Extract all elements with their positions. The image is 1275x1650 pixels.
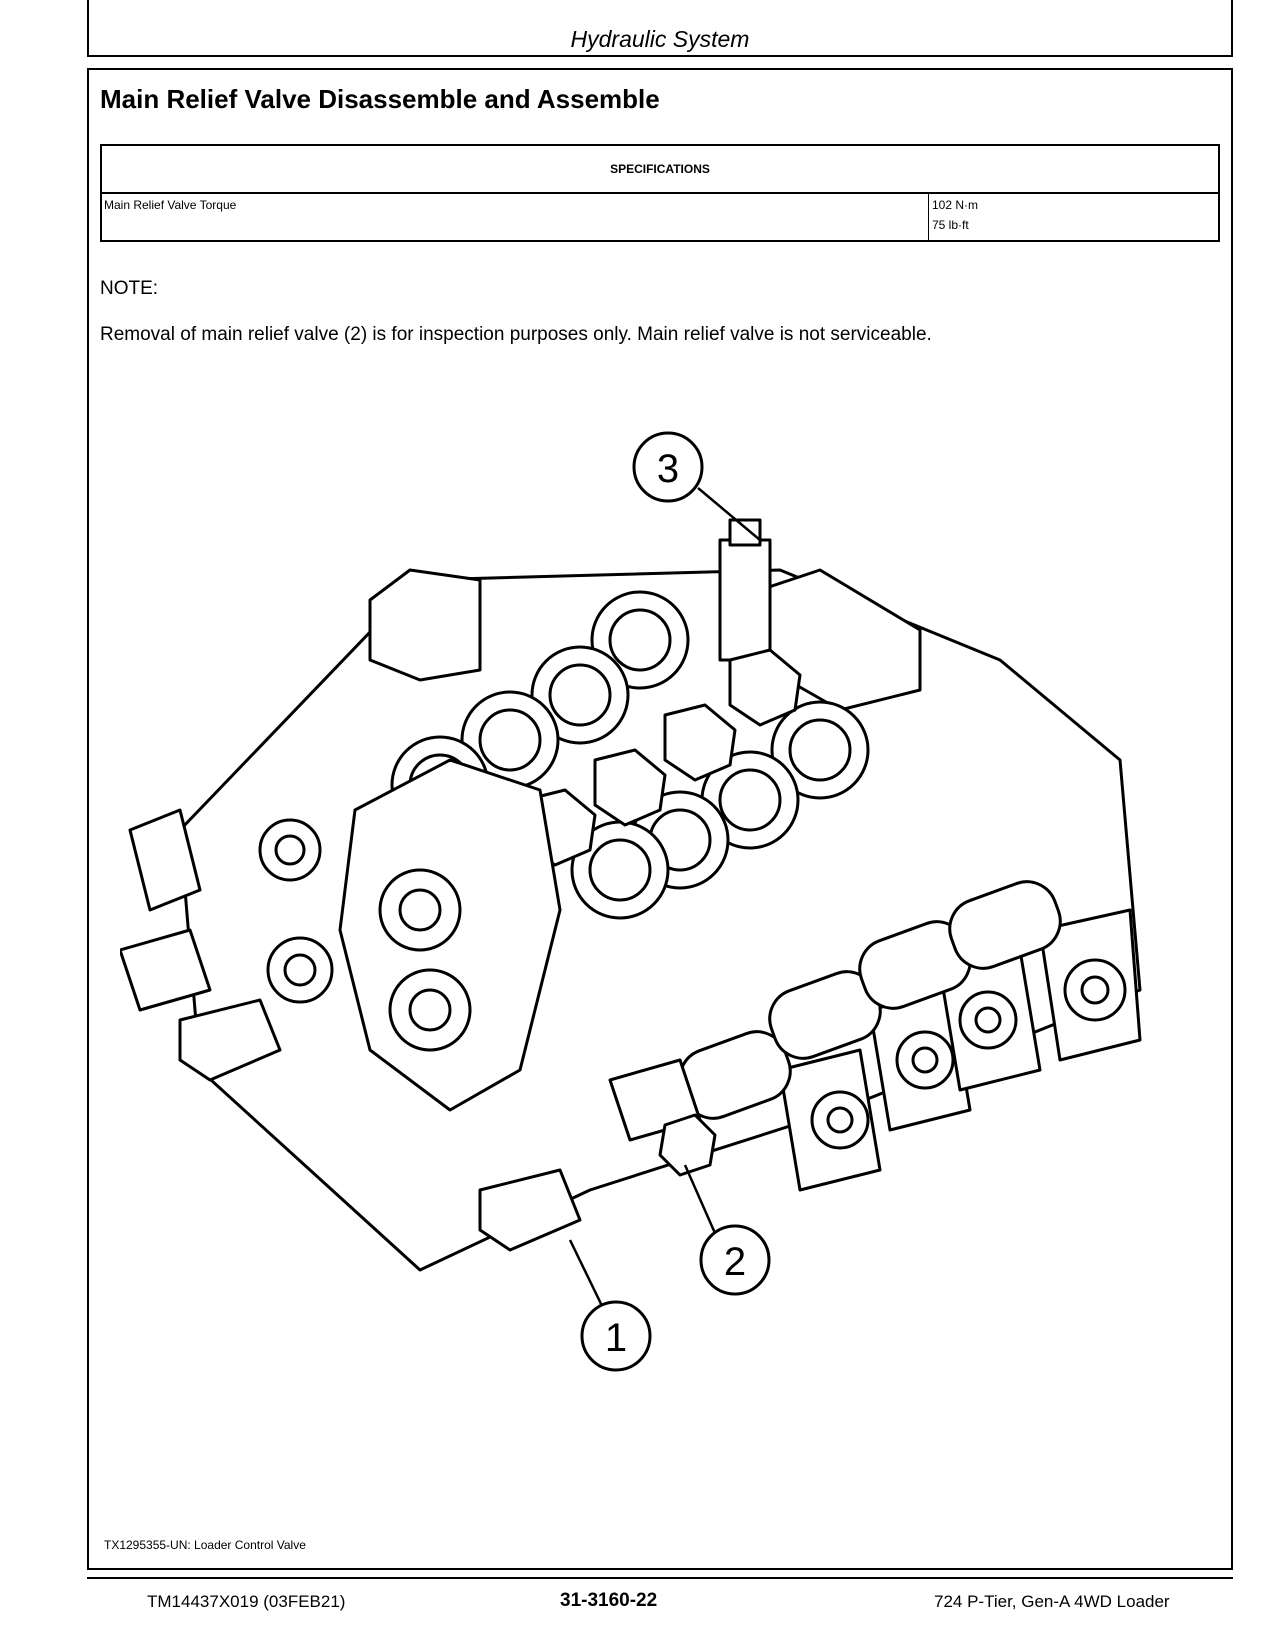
callout-3: 3 (632, 431, 704, 503)
spec-value-metric: 102 N·m (932, 198, 979, 212)
specifications-heading: SPECIFICATIONS (102, 146, 1218, 194)
header-frame: Hydraulic System (87, 0, 1233, 57)
footer-doc-id: TM14437X019 (03FEB21) (147, 1592, 346, 1611)
figure-caption: TX1295355-UN: Loader Control Valve (104, 1538, 306, 1552)
section-header: Hydraulic System (570, 26, 750, 52)
note-text: Removal of main relief valve (2) is for … (100, 324, 932, 345)
callout-1-label: 1 (605, 1316, 627, 1360)
spec-label: Main Relief Valve Torque (104, 198, 237, 212)
footer-divider (87, 1577, 1233, 1579)
content-frame (87, 68, 1233, 1570)
spec-value-imperial: 75 lb·ft (932, 218, 969, 232)
callout-2-label: 2 (724, 1240, 746, 1284)
callout-2: 2 (699, 1224, 771, 1296)
specifications-table: SPECIFICATIONS Main Relief Valve Torque … (100, 144, 1220, 242)
page-title: Main Relief Valve Disassemble and Assemb… (100, 84, 660, 114)
callout-1: 1 (580, 1300, 652, 1372)
footer-model: 724 P-Tier, Gen-A 4WD Loader (934, 1592, 1170, 1611)
callout-3-label: 3 (657, 447, 679, 491)
footer-page-number: 31-3160-22 (560, 1590, 658, 1611)
table-row: Main Relief Valve Torque 102 N·m 75 lb·f… (102, 194, 1218, 240)
note-label: NOTE: (100, 278, 159, 299)
loader-control-valve-illustration: 3 2 1 (120, 431, 1142, 1372)
spec-value-cell: 102 N·m 75 lb·ft (928, 194, 1218, 240)
